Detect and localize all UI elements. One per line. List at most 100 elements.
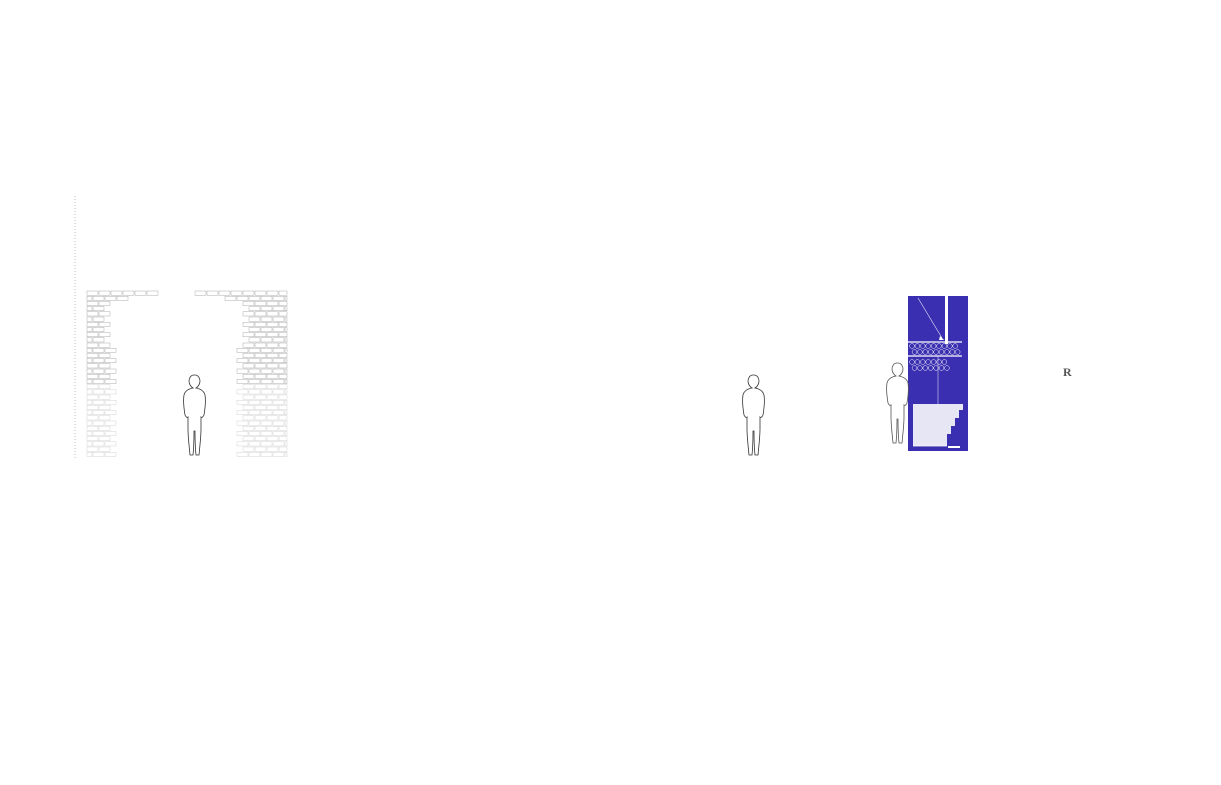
brick [278,446,288,452]
brick [242,301,255,306]
brick [272,358,285,364]
brick [254,290,267,296]
brick [266,374,279,379]
brick [254,415,267,421]
brick [260,316,273,322]
brick [242,353,255,358]
brick [236,379,249,384]
brick [278,415,288,421]
brick [272,379,285,384]
brick [236,452,249,457]
brick [260,452,273,457]
brick [146,290,159,296]
brick [284,337,288,343]
brick [104,379,117,384]
brick [92,452,105,457]
brick [98,446,111,452]
brick [278,353,288,358]
brick [86,405,99,410]
brick [266,290,279,296]
brick [278,374,288,379]
brick [236,400,249,405]
brick [236,420,249,426]
brick [242,363,255,369]
brick [272,400,285,405]
brick [86,342,99,348]
brick [86,436,99,442]
brick [236,431,249,436]
bottle-slot [914,343,921,349]
brick [86,332,99,338]
brick [98,311,111,317]
human-figure-left [183,374,206,456]
brick [98,353,111,358]
brick [278,290,288,296]
brick [86,394,99,400]
brick [278,342,288,348]
brick [278,394,288,400]
brick [92,431,105,436]
brick [242,405,255,410]
brick [104,441,117,447]
brick [98,394,111,400]
brick [98,332,111,338]
brick [266,405,279,410]
section-marker-label: R [1063,365,1072,379]
brick [272,316,285,322]
brick [266,322,279,327]
brick [92,337,105,343]
brick [104,410,117,416]
brick [248,296,261,301]
brick [236,410,249,416]
brick [278,322,288,327]
brick [248,410,261,416]
brick [254,394,267,400]
brick [266,332,279,338]
brick [86,374,99,379]
bottle-slot [930,359,937,365]
brick [266,342,279,348]
brick [242,290,255,296]
brick [254,436,267,442]
brick [242,311,255,317]
brick [242,342,255,348]
brick [92,327,105,332]
brick [272,452,285,457]
brick [254,363,267,369]
brick [284,420,288,426]
brick [98,290,111,296]
brick [86,384,99,390]
bottle-slot [925,359,931,365]
brick [98,374,111,379]
brick [92,379,105,384]
brick [242,446,255,452]
brick [248,337,261,343]
brick [104,348,117,353]
brick [272,431,285,436]
brick [260,400,273,405]
brick [86,301,99,306]
brick [242,374,255,379]
brick [266,436,279,442]
brick [86,446,99,452]
bottle-slot [941,359,948,365]
brick [98,384,111,390]
brick [104,420,117,426]
brick [278,363,288,369]
brick [92,316,105,322]
brick [266,311,279,317]
bottle-slot [928,349,934,355]
brick [266,415,279,421]
brick [98,415,111,421]
brick [104,431,117,436]
human-figure-middle [742,374,765,456]
brick [230,290,243,296]
brick [278,384,288,390]
bottle-slot [928,365,934,371]
brick [266,426,279,431]
brick [260,420,273,426]
brick [260,337,273,343]
brick [248,431,261,436]
brick [248,348,261,353]
